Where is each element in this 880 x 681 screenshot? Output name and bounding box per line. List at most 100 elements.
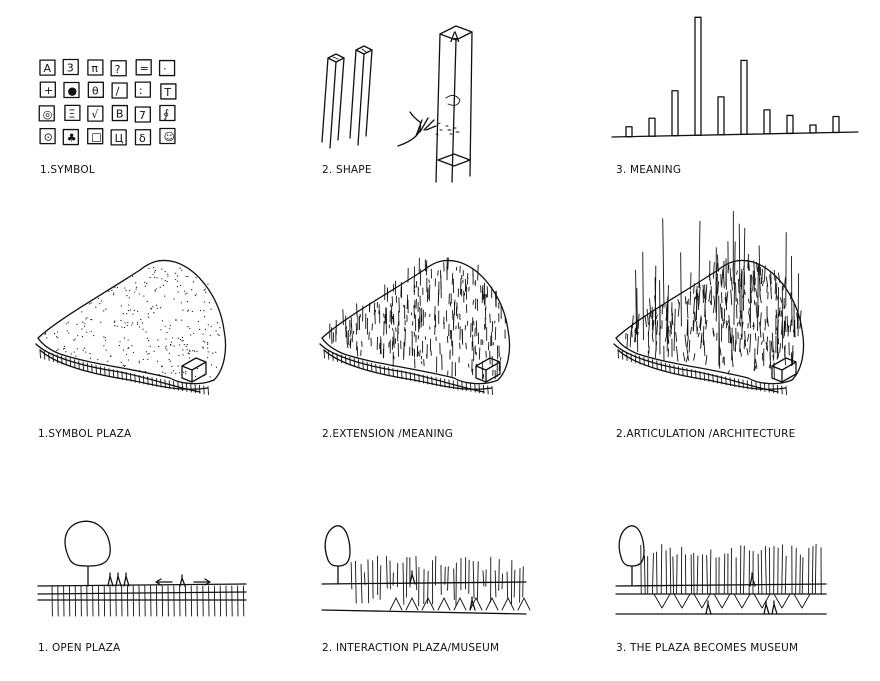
plaza-dot [138,362,140,364]
plaza-dot [71,353,73,355]
museum-stroke [360,563,363,604]
building-icon [475,357,501,383]
plaza-dot [186,301,189,303]
plaza-stroke [715,273,718,322]
plaza-dot [124,322,126,324]
plaza-dot [210,325,212,327]
edge-tick [444,378,446,388]
plaza-stroke [684,334,687,347]
plaza-dot [90,318,92,321]
edge-tick [634,354,637,364]
plaza-dot [88,303,91,305]
museum-stroke [402,562,405,605]
meaning-bar [786,114,794,135]
museum-stroke [513,569,516,598]
plaza-dot [154,271,156,273]
plaza-dot [181,269,183,271]
plaza-dot [66,323,68,325]
plaza-dot [193,332,195,334]
symbol-glyph: √ [91,108,99,121]
plaza-dot [144,285,146,287]
plaza-dot [209,334,211,337]
plaza-dot [160,307,162,309]
plaza-stroke [746,348,749,356]
plaza-stroke [716,254,719,272]
edge-tick [108,368,110,377]
museum-stroke [760,550,763,595]
museum-stroke [811,546,814,595]
plaza-dot [114,325,116,327]
plaza-dot [170,341,173,343]
plaza-dot [215,366,218,368]
plaza-dot [116,286,119,289]
plaza-dot [164,325,166,327]
museum-brace [421,596,435,611]
plaza-stroke [752,321,755,328]
plaza-stroke [754,365,757,371]
museum-brace [469,596,483,611]
plaza-stroke [749,333,752,353]
plaza-stroke [775,282,778,301]
plaza-dot [77,335,79,337]
symbol-box [110,60,127,77]
plaza-dot [144,281,146,283]
plaza-dot [189,327,191,329]
arrow-right-icon [193,578,211,586]
plaza-dot [44,333,46,335]
edge-tick [729,377,731,387]
plaza-dot [196,367,198,370]
plaza-stroke [736,321,739,327]
plaza-dot [199,309,202,312]
plaza-dot [193,350,196,352]
edge-tick [74,359,76,369]
plaza-dot [148,267,150,269]
plaza-dot [89,352,91,355]
plaza-dot [186,343,188,346]
edge-tick [327,350,330,360]
plaza-dot [97,359,99,361]
plaza-dot [207,283,209,285]
museum-brace [693,593,711,609]
plaza-dot [145,351,148,353]
edge-tick [746,380,749,390]
plaza-dot [207,342,209,344]
plaza-stroke [727,369,730,375]
edge-tick [155,377,158,387]
museum-brace [753,593,771,609]
plaza-dot [123,326,126,329]
plaza-dot [120,305,122,307]
plaza-dot [112,366,114,368]
plaza-dot [167,273,169,275]
plaza-stroke [740,333,743,340]
symbol-box [62,58,79,76]
person-icon [469,596,476,611]
plaza-stroke [677,302,680,317]
plaza-dot [177,337,179,339]
plaza-stroke [720,292,723,304]
plaza-stroke [792,328,795,333]
plaza-stroke [699,317,702,331]
plaza-dot [166,280,168,283]
plaza-stroke [705,319,708,330]
edge-tick [621,350,624,360]
plaza-dot [191,310,193,313]
plaza-dot [146,282,148,284]
plaza-dot [173,345,175,347]
edge-tick [673,364,675,374]
plaza-stroke [762,332,765,342]
plaza-dot [116,325,118,327]
edge-tick [660,361,663,371]
plaza-dot [153,267,155,269]
edge-tick [190,383,192,393]
plaza-dot [146,300,148,303]
edge-tick [751,380,753,390]
symbol-box [134,129,152,146]
plaza-stroke [783,346,786,366]
plaza-stroke [693,353,696,361]
plaza-stroke [730,289,733,305]
symbol-box [110,129,127,146]
plaza-stroke [780,297,783,303]
plaza-stroke [702,325,705,346]
plaza-stroke [731,349,734,368]
